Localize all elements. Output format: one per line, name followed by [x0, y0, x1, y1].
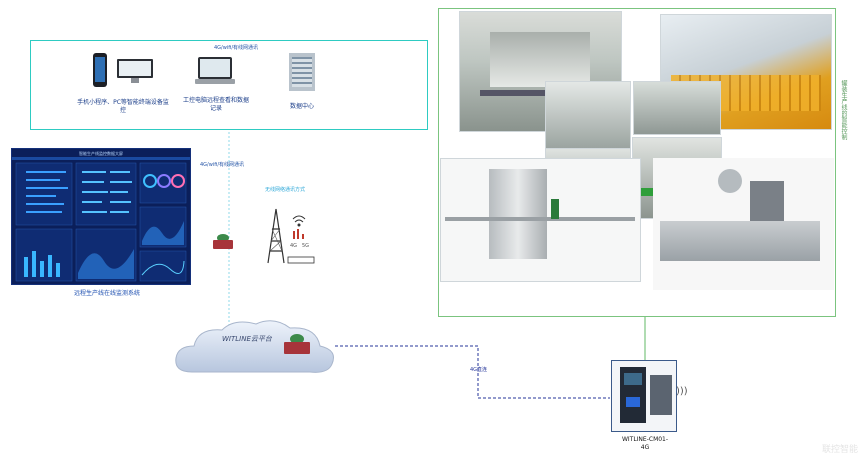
dashboard-caption: 远程生产线在线监测系统	[73, 290, 140, 297]
dashboard-widgets	[15, 162, 187, 282]
gateway-label-line1: WITLINE-CM01-	[621, 436, 669, 443]
watermark: 联控智能	[821, 445, 858, 455]
production-line-panel	[438, 8, 836, 317]
gateway-label-line2: 4G	[640, 444, 650, 451]
dashboard-title: 智能生产线监控数据大屏	[79, 151, 123, 156]
panel-vertical-label: 罐装生产线的智能控制	[840, 80, 847, 140]
photo-workshop-1	[545, 81, 631, 150]
gateway-controller	[620, 367, 646, 423]
laptop-icon	[195, 57, 235, 87]
dashboard-link-caption: 4G/wifi/有线网通讯	[200, 162, 245, 168]
photo-capping-machine	[653, 158, 834, 290]
devices-caption: 4G/wifi/有线网通讯	[213, 45, 259, 51]
link-4g-label: 4G直连	[470, 367, 488, 373]
phone-icon	[93, 53, 107, 87]
gateway-label: WITLINE-CM01- 4G	[614, 436, 676, 452]
signal-label-4g: 4G	[290, 243, 298, 249]
cloud-router-icon	[284, 334, 310, 356]
photo-workshop-2	[633, 81, 721, 135]
devices-panel: 4G/wifi/有线网通讯 手机小程序、PC等智能终端设备监控 工控电脑远程查看…	[30, 40, 428, 130]
laptop-label: 工控电脑远程查看和数据记录	[182, 97, 249, 112]
monitoring-dashboard: 智能生产线监控数据大屏	[11, 148, 191, 285]
signal-label-5g: 5G	[302, 243, 310, 249]
monitor-icon	[117, 59, 153, 83]
datacenter-icon	[289, 53, 315, 91]
cell-tower-icon	[267, 208, 315, 264]
tower-caption: 无线网络通讯方式	[265, 187, 306, 193]
dashboard-header-bar	[12, 157, 190, 160]
photo-filler-line	[440, 158, 641, 282]
cloud-label: WITLINE云平台	[222, 335, 272, 343]
wireless-icon: )))	[676, 386, 688, 397]
cloud-platform-icon	[175, 320, 334, 373]
router-icon	[213, 234, 233, 250]
datacenter-label: 数据中心	[289, 103, 314, 110]
phone-pc-label: 手机小程序、PC等智能终端设备监控	[77, 99, 169, 114]
dashed-link-4g	[335, 345, 610, 399]
gateway-device	[611, 360, 677, 432]
